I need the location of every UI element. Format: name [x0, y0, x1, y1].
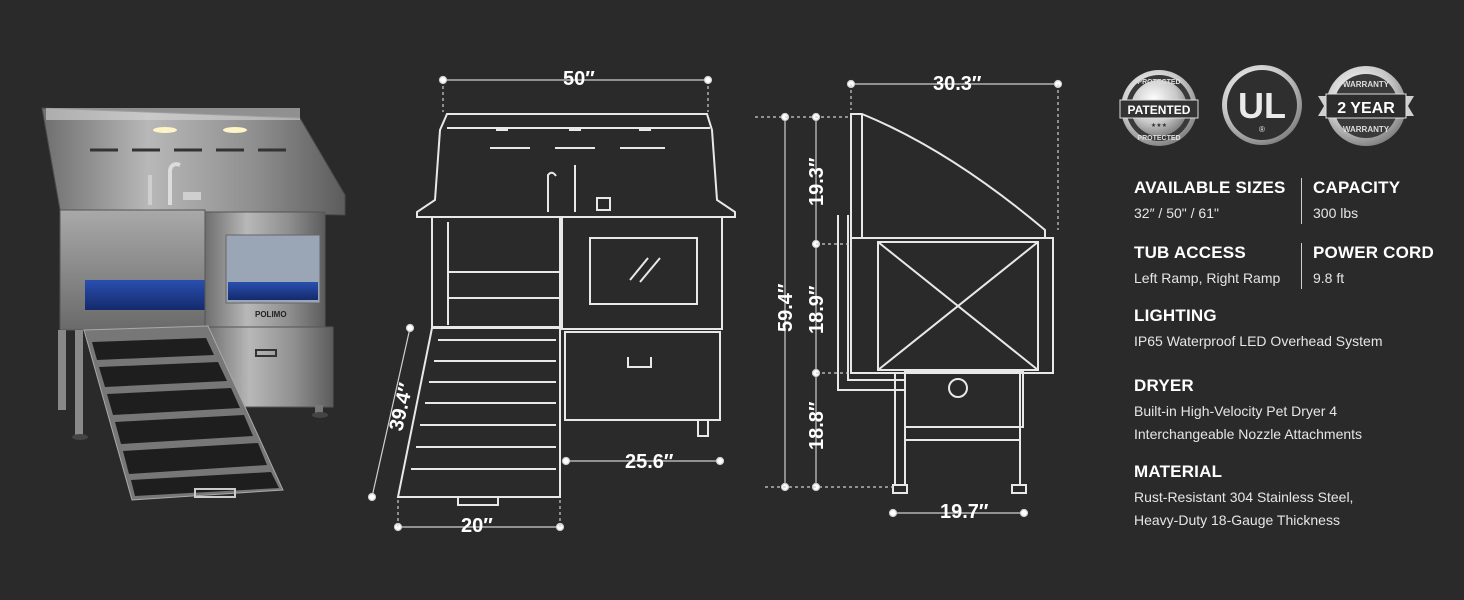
dim-base-depth: 19.7″ [940, 501, 989, 523]
spec-dryer: DRYER Built-in High-Velocity Pet Dryer 4… [1134, 376, 1362, 446]
spec-tub-access: TUB ACCESS Left Ramp, Right Ramp [1134, 243, 1280, 290]
svg-text:PROTECTED: PROTECTED [1137, 79, 1180, 86]
front-line-drawing [396, 113, 736, 506]
spec-divider [1301, 178, 1302, 224]
front-dimension-lines [367, 75, 725, 532]
spec-value: Interchangeable Nozzle Attachments [1134, 426, 1363, 442]
spec-lighting: LIGHTING IP65 Waterproof LED Overhead Sy… [1134, 306, 1382, 353]
spec-title: LIGHTING [1134, 306, 1217, 325]
svg-text:PROTECTED: PROTECTED [1137, 135, 1180, 142]
spec-value: 300 lbs [1313, 205, 1359, 221]
dim-lower-height: 18.8″ [806, 401, 828, 450]
spec-value: IP65 Waterproof LED Overhead System [1134, 333, 1383, 349]
dim-ramp-width: 20″ [461, 515, 493, 537]
spec-value: 9.8 ft [1313, 270, 1345, 286]
spec-title: DRYER [1134, 376, 1194, 395]
spec-title: TUB ACCESS [1134, 243, 1246, 262]
spec-title: MATERIAL [1134, 462, 1223, 481]
svg-text:★★★: ★★★ [1151, 122, 1167, 129]
svg-text:2 YEAR: 2 YEAR [1337, 100, 1395, 117]
spec-capacity: CAPACITY 300 lbs [1313, 178, 1400, 225]
dim-upper-height: 19.3″ [806, 157, 828, 206]
brand-label: POLIMO [255, 310, 287, 319]
dim-body-width: 25.6″ [625, 451, 674, 473]
svg-text:®: ® [1259, 125, 1265, 134]
spec-value: 32″ / 50" / 61" [1134, 205, 1219, 221]
spec-value: Left Ramp, Right Ramp [1134, 270, 1281, 286]
dim-middle-height: 18.9″ [806, 285, 828, 334]
dim-front-width: 50″ [563, 68, 595, 90]
spec-value: Built-in High-Velocity Pet Dryer 4 [1134, 403, 1338, 419]
ul-badge: UL ® [1222, 65, 1302, 145]
spec-divider [1301, 243, 1302, 289]
svg-text:WARRANTY: WARRANTY [1343, 80, 1390, 89]
spec-available-sizes: AVAILABLE SIZES 32″ / 50" / 61" [1134, 178, 1286, 225]
patented-badge: PATENTED PROTECTED ★★★ PROTECTED [1119, 70, 1199, 146]
warranty-badge: 2 YEAR WARRANTY WARRANTY [1318, 66, 1414, 146]
spec-title: POWER CORD [1313, 243, 1434, 262]
side-line-drawing [837, 113, 1054, 494]
spec-title: AVAILABLE SIZES [1134, 178, 1286, 197]
side-dimension-lines [755, 79, 1063, 518]
dim-side-depth: 30.3″ [933, 73, 982, 95]
product-photo: POLIMO [41, 107, 346, 501]
svg-text:UL: UL [1238, 85, 1286, 126]
spec-power-cord: POWER CORD 9.8 ft [1313, 243, 1434, 290]
svg-text:PATENTED: PATENTED [1128, 103, 1191, 117]
spec-value: Rust-Resistant 304 Stainless Steel, [1134, 489, 1354, 505]
svg-text:WARRANTY: WARRANTY [1343, 125, 1390, 134]
dim-total-height: 59.4″ [775, 283, 797, 332]
spec-title: CAPACITY [1313, 178, 1401, 197]
spec-value: Heavy-Duty 18-Gauge Thickness [1134, 512, 1340, 528]
spec-material: MATERIAL Rust-Resistant 304 Stainless St… [1134, 462, 1353, 532]
